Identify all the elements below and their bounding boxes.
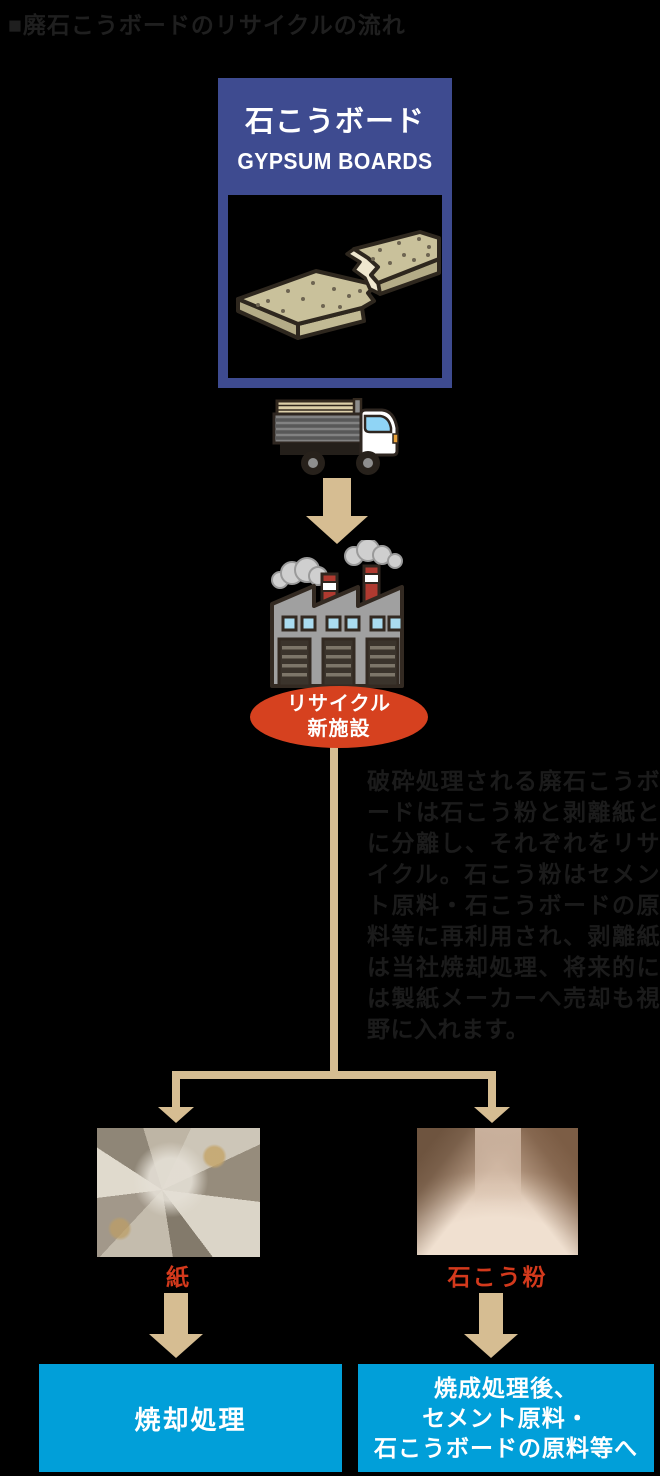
facility-badge-line1: リサイクル: [287, 693, 391, 715]
branch-left-arrowhead-icon: [158, 1107, 194, 1123]
dump-truck-icon: [270, 397, 402, 481]
broken-gypsum-board-icon: [228, 195, 442, 378]
flow-stem-line: [330, 747, 338, 1073]
paper-scraps-photo: [97, 1128, 260, 1257]
down-arrow-icon-left: [149, 1293, 203, 1358]
down-arrow-icon-right: [464, 1293, 518, 1358]
facility-badge-line2: 新施設: [307, 718, 371, 740]
factory-icon: [258, 538, 418, 693]
result-reuse-line2: セメント原料・: [422, 1405, 590, 1431]
branch-horizontal-line: [172, 1071, 496, 1079]
branch-label-paper: 紙: [166, 1264, 191, 1290]
branch-left-drop-line: [172, 1071, 180, 1108]
down-arrow-icon: [306, 478, 368, 544]
result-incineration-label: 焼却処理: [134, 1404, 247, 1435]
result-reuse-line1: 焼成処理後、: [434, 1375, 578, 1401]
branch-right-arrowhead-icon: [474, 1107, 510, 1123]
result-reuse-line3: 石こうボードの原料等へ: [374, 1435, 638, 1461]
result-box-reuse: 焼成処理後、 セメント原料・ 石こうボードの原料等へ: [358, 1364, 654, 1472]
gypsum-powder-photo: [417, 1128, 578, 1255]
process-description: 破砕処理される廃石こうボードは石こう粉と剥離紙とに分離し、それぞれをリサイクル。…: [367, 768, 660, 1042]
gypsum-card-title-jp: 石こうボード: [244, 106, 425, 138]
recycle-facility-badge: リサイクル 新施設: [250, 686, 428, 748]
gypsum-board-card: 石こうボード GYPSUM BOARDS: [218, 78, 452, 388]
result-box-incineration: 焼却処理: [39, 1364, 342, 1472]
gypsum-card-title-en: GYPSUM BOARDS: [237, 148, 433, 174]
branch-right-drop-line: [488, 1071, 496, 1108]
page-title: ■廃石こうボードのリサイクルの流れ: [8, 12, 406, 38]
branch-label-gypsum-powder: 石こう粉: [447, 1264, 548, 1290]
